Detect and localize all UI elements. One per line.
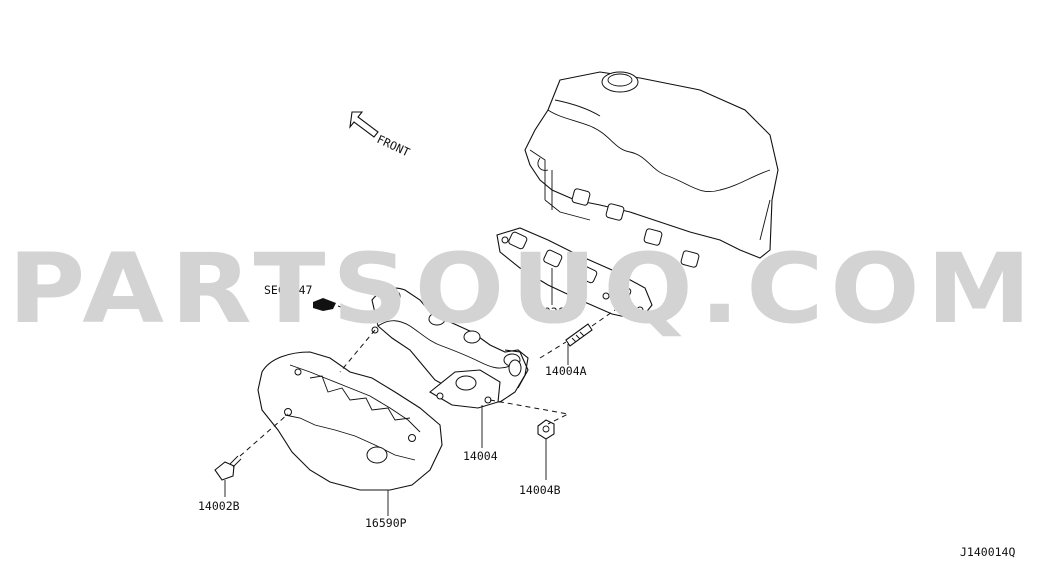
heat-insulator-bolt (214, 413, 289, 481)
front-direction-indicator: FRONT (349, 111, 412, 159)
exhaust-nut (489, 399, 570, 440)
exhaust-manifold (371, 287, 529, 409)
watermark: PARTSOUQ.COM (8, 233, 1038, 345)
callout-heat-insulator-label: 16590P (365, 516, 407, 530)
exhaust-manifold-gasket (496, 227, 653, 321)
section-ref-label: SEC.147 (264, 283, 313, 297)
callout-gasket-label: 14036M (530, 305, 572, 319)
heat-insulator (257, 351, 443, 491)
callout-manifold-label: 14004 (463, 449, 498, 463)
engine-cylinder-head (524, 71, 779, 268)
callout-leaders (224, 268, 569, 516)
callout-stud-label: 14004A (545, 364, 587, 378)
assembly-guide-line (339, 329, 376, 373)
callout-nut-label: 14004B (519, 483, 561, 497)
exhaust-stud (539, 309, 616, 359)
section-reference: SEC.147 (264, 283, 373, 319)
front-label: FRONT (375, 132, 412, 159)
callout-bolt-label: 14002B (198, 499, 240, 513)
figure-id: J140014Q (960, 545, 1015, 559)
